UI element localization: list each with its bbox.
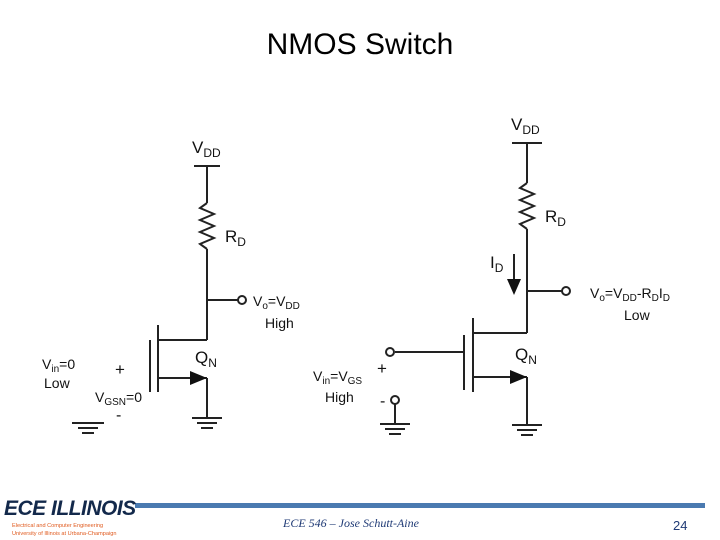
left-rd-label: RD (225, 227, 246, 249)
logo-subtitle-line2: University of Illinois at Urbana-Champai… (12, 531, 117, 537)
right-circuit-wires (380, 142, 562, 436)
right-source-arrow (510, 370, 527, 384)
left-source-arrow (190, 371, 207, 385)
footer-divider (135, 503, 705, 508)
right-input-terminal (385, 347, 395, 357)
left-vin-label: Vin=0 (42, 356, 75, 375)
right-id-label: ID (490, 253, 504, 275)
right-plus-sign: + (377, 359, 387, 378)
page-number: 24 (673, 518, 688, 533)
left-plus-sign: + (115, 360, 125, 379)
left-minus-sign: - (116, 407, 121, 424)
right-vin-label: Vin=VGS (313, 368, 362, 387)
right-q-label: QN (515, 345, 537, 367)
right-vo-state: Low (624, 307, 651, 323)
left-vgs-label: VGSN=0 (95, 389, 142, 408)
logo-text: ECE ILLINOIS (4, 497, 136, 520)
left-vo-label: Vo=VDD (253, 293, 300, 312)
left-vin-state: Low (44, 375, 71, 391)
right-id-arrow (507, 279, 521, 295)
left-vdd-label: VDD (192, 138, 221, 160)
left-q-label: QN (195, 348, 217, 370)
right-vdd-label: VDD (511, 115, 540, 137)
ece-illinois-logo: ECE ILLINOIS Electrical and Computer Eng… (4, 497, 136, 539)
right-rd-label: RD (545, 207, 566, 229)
logo-subtitle-line1: Electrical and Computer Engineering (12, 523, 104, 529)
left-vo-state: High (265, 315, 294, 331)
right-minus-sign: - (380, 393, 385, 410)
right-ground-terminal (390, 395, 400, 405)
right-vo-label: Vo=VDD-RDID (590, 285, 670, 304)
right-output-terminal (561, 286, 571, 296)
left-output-terminal (237, 295, 247, 305)
slide-title: NMOS Switch (266, 28, 454, 61)
footer-text: ECE 546 – Jose Schutt-Aine (283, 516, 419, 530)
right-vin-state: High (325, 389, 354, 405)
left-circuit-wires (72, 165, 238, 434)
